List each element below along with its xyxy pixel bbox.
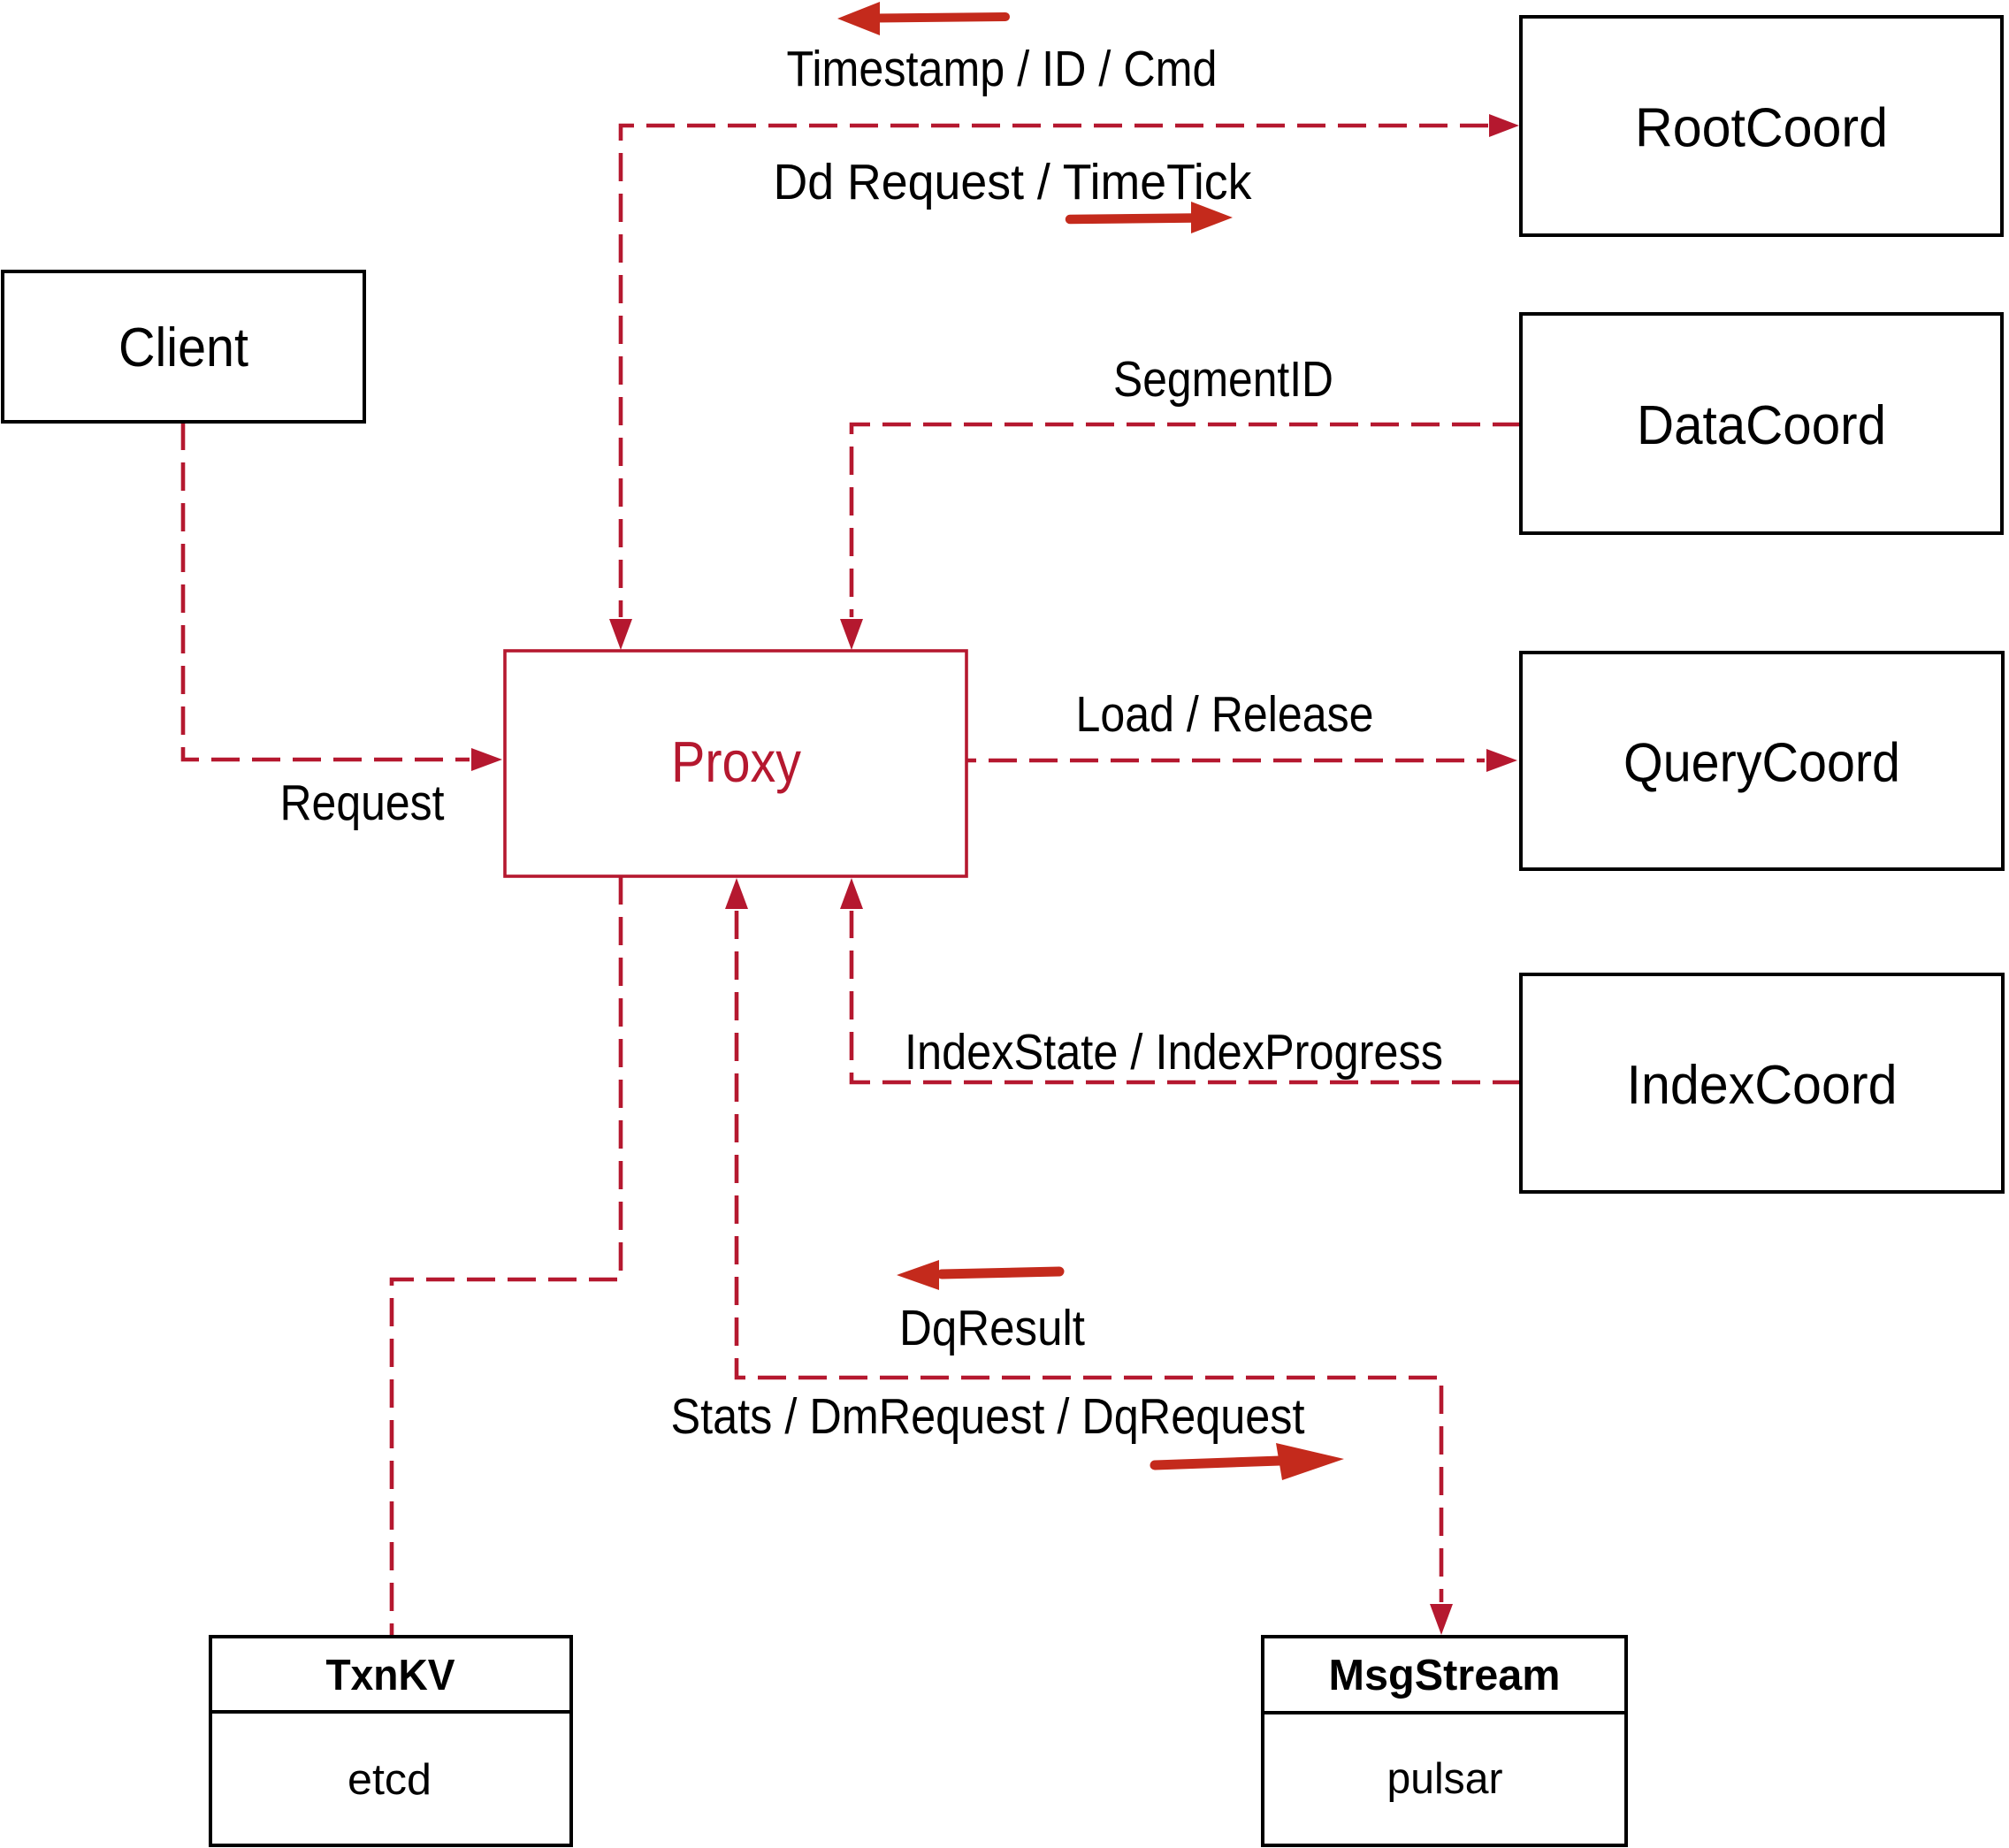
svg-text:IndexCoord: IndexCoord	[1627, 1055, 1898, 1116]
svg-text:DataCoord: DataCoord	[1637, 395, 1886, 456]
svg-text:IndexState / IndexProgress: IndexState / IndexProgress	[905, 1024, 1443, 1081]
svg-text:QueryCoord: QueryCoord	[1623, 733, 1900, 794]
svg-text:Timestamp / ID / Cmd: Timestamp / ID / Cmd	[787, 41, 1218, 97]
svg-text:Request: Request	[280, 775, 445, 831]
svg-text:TxnKV: TxnKV	[326, 1651, 455, 1699]
svg-text:Stats / DmRequest / DqRequest: Stats / DmRequest / DqRequest	[671, 1388, 1305, 1445]
svg-text:etcd: etcd	[348, 1756, 432, 1804]
svg-text:Load / Release: Load / Release	[1076, 686, 1374, 743]
svg-text:Dd Request / TimeTick: Dd Request / TimeTick	[774, 154, 1252, 210]
svg-text:MsgStream: MsgStream	[1329, 1651, 1561, 1699]
svg-text:pulsar: pulsar	[1387, 1755, 1503, 1803]
svg-text:Client: Client	[118, 317, 248, 378]
svg-text:RootCoord: RootCoord	[1635, 98, 1888, 159]
svg-text:DqResult: DqResult	[899, 1300, 1085, 1356]
svg-text:Proxy: Proxy	[671, 729, 801, 794]
svg-text:SegmentID: SegmentID	[1113, 351, 1333, 408]
